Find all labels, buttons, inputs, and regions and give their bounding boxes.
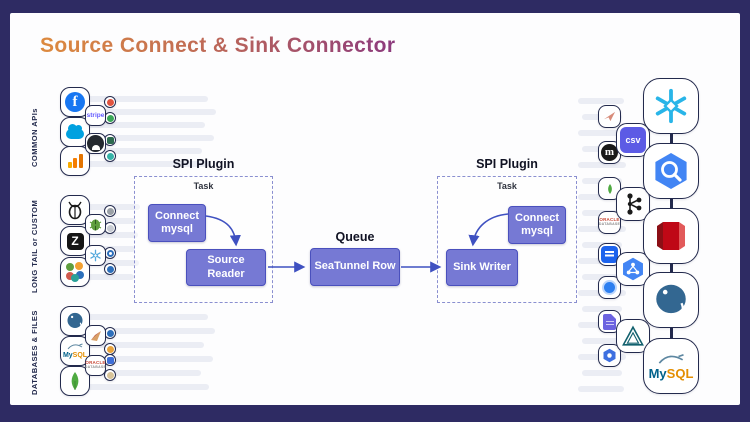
page-title: Source Connect & Sink Connector <box>40 34 396 57</box>
pipe-stripe <box>78 356 213 362</box>
mongodb-leaf-glyph <box>607 183 612 194</box>
pipe-stripe <box>78 384 209 390</box>
seatunnel-row-node: SeaTunnel Row <box>310 248 400 286</box>
mysql-dolphin-glyph <box>67 343 83 350</box>
small-connector-icon <box>104 263 116 275</box>
small-connector-icon <box>104 369 116 381</box>
github-icon <box>85 133 106 154</box>
mysql-dolphin-glyph <box>658 353 684 364</box>
hex-badge-glyph <box>603 348 616 363</box>
pipe-stripe <box>578 130 628 136</box>
snowflake-small-icon <box>85 245 106 266</box>
mongodb-leaf-glyph <box>71 372 79 390</box>
dataproc-hexagon-glyph <box>623 257 643 281</box>
small-connector-icon <box>104 134 116 146</box>
zendesk-z-glyph: Z <box>66 232 84 250</box>
google-analytics-icon <box>60 146 90 176</box>
salesforce-cloud-icon <box>66 124 84 139</box>
postgres-elephant-glyph <box>656 284 686 317</box>
color-dots-icon <box>64 261 86 283</box>
bird-icon <box>598 105 621 128</box>
redshift-icon <box>643 208 699 264</box>
oracle-wordmark: ORACLE DATABASE <box>84 360 107 370</box>
pipe-stripe <box>78 161 210 167</box>
stripe-wordmark: stripe <box>86 112 105 119</box>
small-connector-icon <box>104 205 116 217</box>
pipe-stripe <box>578 98 624 104</box>
document-glyph <box>603 313 616 330</box>
ring-glyph <box>602 280 617 295</box>
pipe-stripe <box>78 314 208 320</box>
group-label-common-apis: COMMON APIs <box>30 108 39 168</box>
kafka-icon <box>616 187 650 221</box>
pipe-stripe <box>78 328 215 334</box>
app-cluster-icon <box>60 257 90 287</box>
mysql-wordmark: MySQL <box>63 343 87 359</box>
pipe-stripe <box>578 162 626 168</box>
kafka-glyph <box>627 193 642 215</box>
beetle-icon <box>85 214 106 235</box>
redshift-cube-glyph <box>657 222 685 250</box>
oracle-icon: ORACLE DATABASE <box>85 355 106 376</box>
sink-writer-node: Sink Writer <box>446 249 518 286</box>
mysql-icon: MySQL <box>643 338 699 394</box>
pipe-stripe <box>582 338 624 344</box>
task-label-source: Task <box>193 181 214 191</box>
bigquery-icon <box>643 143 699 199</box>
spi-plugin-title-source: SPI Plugin <box>172 157 235 171</box>
snowflake-glyph <box>90 249 101 262</box>
oracle-wordmark: ORACLE DATABASE <box>598 217 621 227</box>
pipe-stripe <box>78 274 134 280</box>
pipe-stripe <box>78 342 204 348</box>
container-grid-glyph <box>601 246 618 263</box>
pipe-stripe <box>582 370 622 376</box>
mysql-wordmark: MySQL <box>649 353 693 380</box>
pipe-stripe <box>78 232 138 238</box>
pipe-stripe <box>582 306 622 312</box>
beetle-glyph <box>89 219 102 231</box>
firefly-bug-glyph <box>68 201 82 220</box>
spi-plugin-title-sink: SPI Plugin <box>476 157 538 171</box>
group-label-long-tail: LONG TAIL or CUSTOM <box>30 199 39 293</box>
pipe-stripe <box>78 122 205 128</box>
source-reader-node: Source Reader <box>186 249 266 286</box>
document-icon <box>598 310 621 333</box>
connect-mysql-node-source: Connect mysql <box>148 204 206 242</box>
pipe-stripe <box>78 370 201 376</box>
medium-m-glyph: m <box>601 144 618 161</box>
pipe-stripe <box>78 109 216 115</box>
group-label-databases-files: DATABASES & FILES <box>30 310 39 395</box>
csv-label: csv <box>620 127 646 153</box>
csv-file-icon: csv <box>616 123 650 157</box>
hex-ring-icon <box>598 276 621 299</box>
pipe-stripe <box>78 96 208 102</box>
github-octocat-icon <box>87 135 104 152</box>
postgresql-icon <box>643 272 699 328</box>
task-label-sink: Task <box>497 181 517 191</box>
kite-icon <box>85 325 106 346</box>
pipe-stripe <box>78 148 202 154</box>
snowflake-glyph <box>655 88 687 124</box>
stripe-icon: stripe <box>85 105 106 126</box>
small-connector-icon <box>104 96 116 108</box>
bird-glyph <box>603 111 616 122</box>
pipe-stripe <box>578 386 624 392</box>
kite-glyph <box>90 330 101 341</box>
small-connector-icon <box>104 150 116 162</box>
pipe-stripe <box>78 218 136 224</box>
snowflake-icon <box>643 78 699 134</box>
bigquery-hexagon-glyph <box>655 153 687 189</box>
facebook-glyph: f <box>65 92 85 112</box>
analytics-bars-icon <box>67 154 83 168</box>
hex-badge-icon <box>598 344 621 367</box>
queue-title: Queue <box>335 230 375 244</box>
postgres-elephant-glyph <box>67 312 83 330</box>
connect-mysql-node-sink: Connect mysql <box>508 206 566 244</box>
pipe-stripe <box>78 135 214 141</box>
delta-triangle-glyph <box>622 325 644 346</box>
oracle-small-icon: ORACLE DATABASE <box>598 211 621 234</box>
